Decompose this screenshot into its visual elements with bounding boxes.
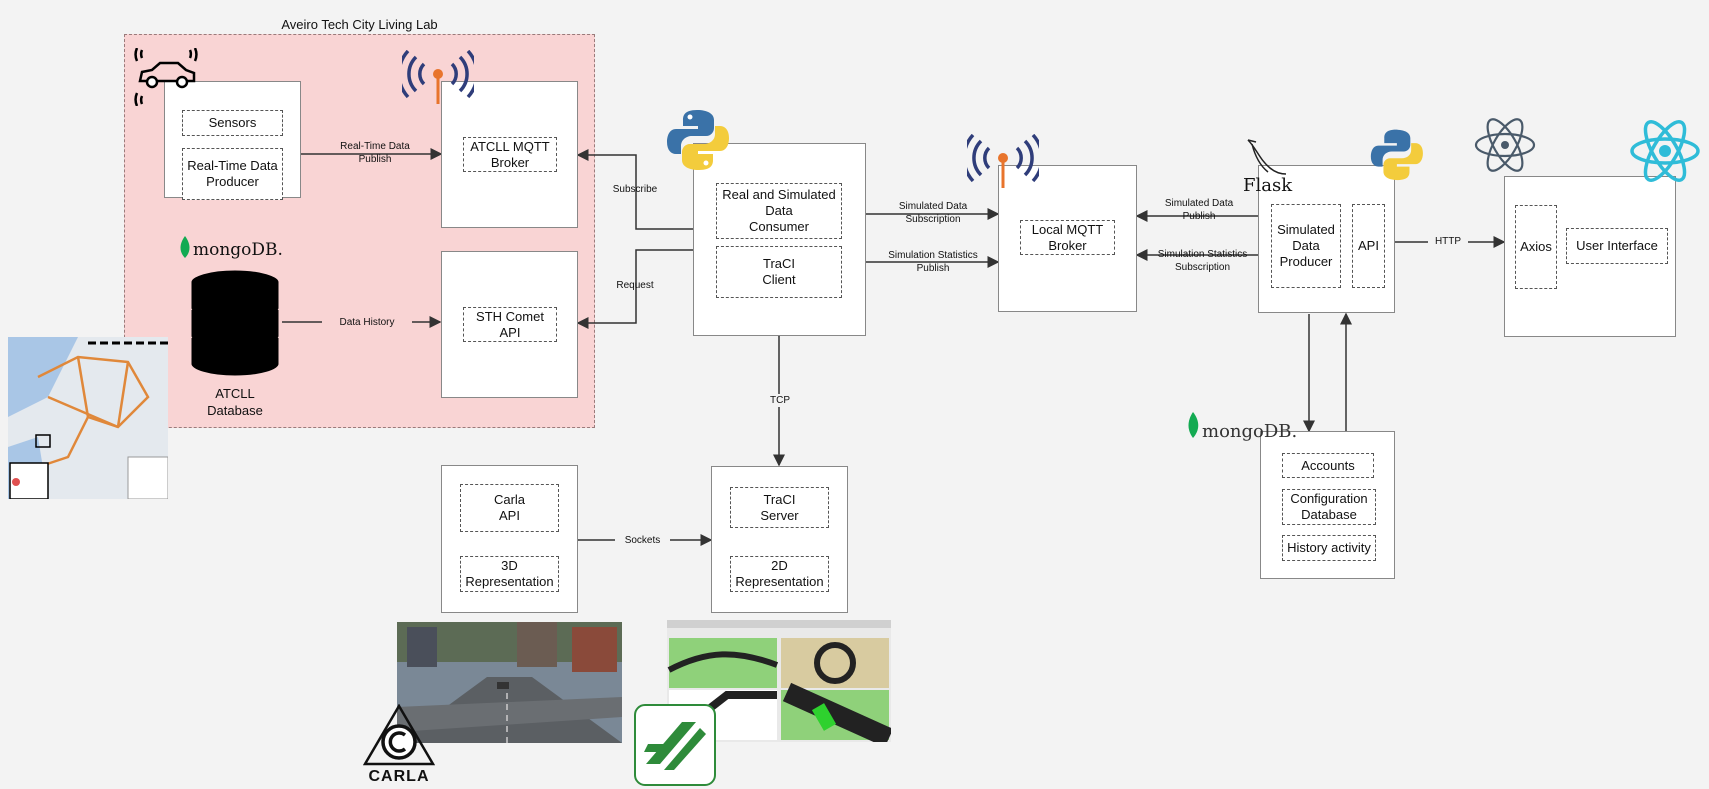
label-sim-stats-publish: Simulation Statistics Publish [888, 250, 978, 274]
atcll-database-label: ATCLL Database [207, 386, 263, 418]
local-mqtt-broker-label: Local MQTT Broker [1020, 220, 1115, 255]
carla-logo-icon [363, 704, 435, 766]
traci-2d-representation-label: 2D Representation [730, 556, 829, 592]
axios-label: Axios [1515, 205, 1557, 289]
mongodb-leaf-icon [1188, 412, 1199, 438]
label-sim-data-publish: Simulated Data Publish [1164, 198, 1234, 222]
mongodb-logo-2: mongoDB. [1202, 421, 1298, 442]
map-image [8, 337, 168, 499]
carla-3d-representation-label: 3D Representation [460, 556, 559, 592]
carla-api-label: Carla API [460, 484, 559, 532]
label-sockets: Sockets [615, 534, 670, 547]
carla-logo-text: CARLA [368, 768, 430, 785]
car-icon [134, 48, 198, 106]
configuration-database-label: Configuration Database [1282, 489, 1376, 525]
python-icon [1370, 129, 1423, 181]
sth-comet-label: STH Comet API [463, 307, 557, 342]
label-http: HTTP [1428, 235, 1468, 248]
electron-icon [1474, 118, 1536, 172]
label-request: Request [616, 280, 654, 291]
mongodb-leaf-icon [180, 236, 190, 258]
accounts-label: Accounts [1282, 453, 1374, 478]
label-tcp: TCP [760, 394, 800, 407]
python-icon [667, 110, 729, 170]
consumer-node [693, 143, 866, 336]
edge-request [576, 249, 693, 329]
flask-icon [1247, 139, 1287, 175]
label-data-history: Data History [322, 316, 412, 329]
simulated-producer-label: Simulated Data Producer [1271, 204, 1341, 288]
api-label: API [1352, 204, 1385, 288]
history-activity-label: History activity [1282, 535, 1376, 561]
consumer-label: Real and Simulated Data Consumer [716, 183, 842, 239]
antenna-icon [402, 50, 474, 104]
living-lab-title: Aveiro Tech City Living Lab [281, 17, 438, 32]
flask-logo: Flask [1243, 175, 1293, 196]
traci-server-label: TraCI Server [730, 487, 829, 528]
edge-subscribe [576, 149, 693, 230]
antenna-icon [967, 134, 1039, 188]
sensors-label: Sensors [182, 110, 283, 136]
realtime-producer-label: Real-Time Data Producer [182, 148, 283, 200]
database-icon [188, 268, 282, 379]
sumo-logo-icon [634, 704, 716, 786]
label-subscribe: Subscribe [612, 184, 658, 195]
label-sim-stats-subscription: Simulation Statistics Subscription [1157, 249, 1248, 273]
react-icon [1630, 120, 1700, 182]
atcll-mqtt-broker-label: ATCLL MQTT Broker [463, 137, 557, 172]
carla-screenshot [397, 622, 622, 743]
label-realtime-publish: Real-Time Data Publish [340, 141, 410, 165]
label-sim-data-subscription: Simulated Data Subscription [898, 201, 968, 225]
mongodb-logo-1: mongoDB. [193, 240, 283, 260]
user-interface-label: User Interface [1566, 228, 1668, 264]
traci-client-label: TraCI Client [716, 246, 842, 298]
